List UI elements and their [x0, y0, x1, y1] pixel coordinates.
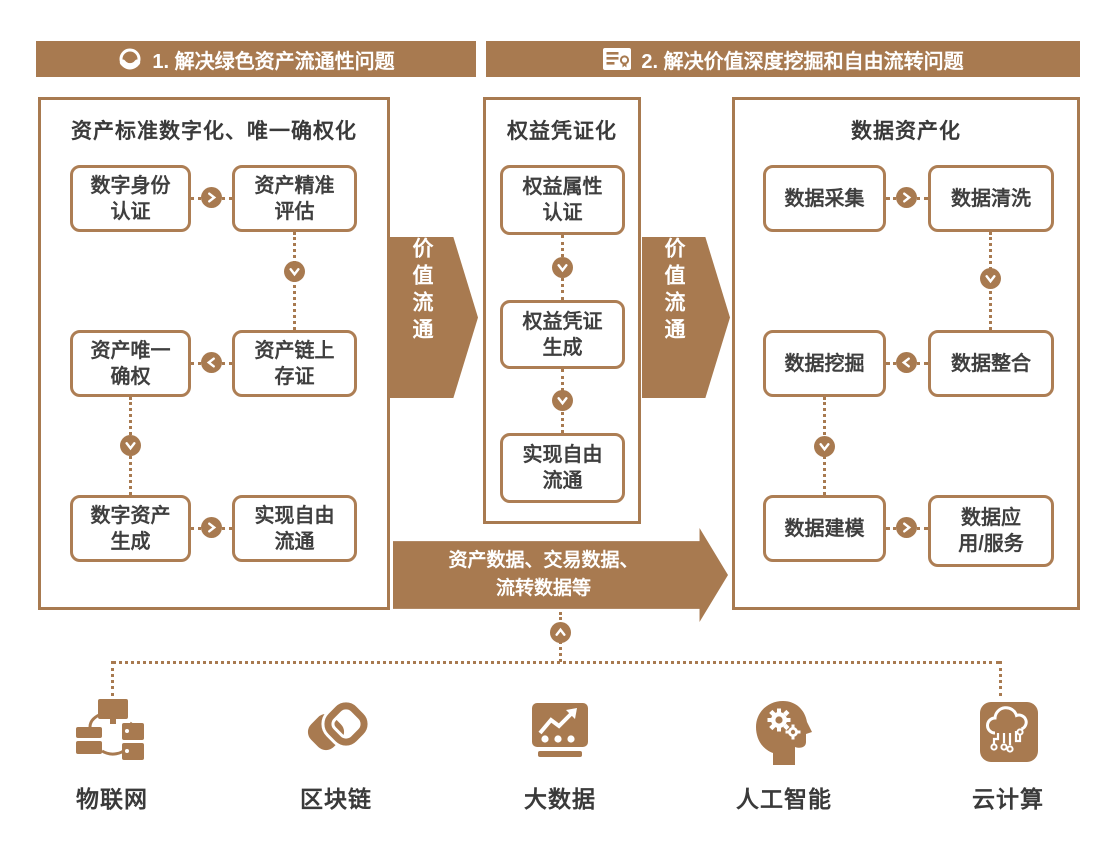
tech-label-bigdata: 大数据: [524, 786, 596, 812]
chevron-circle-right-icon: [896, 187, 917, 208]
process-box-digital-identity: 数字身份 认证: [70, 165, 191, 232]
process-box-free-circulation-2: 实现自由 流通: [500, 433, 625, 503]
data-flow-arrow: 资产数据、交易数据、 流转数据等: [393, 528, 728, 622]
panel-title-asset-digitization: 资产标准数字化、唯一确权化: [71, 120, 357, 143]
process-box-data-integration: 数据整合: [928, 330, 1054, 397]
process-box-rights-attribute-auth: 权益属性 认证: [500, 165, 625, 235]
process-box-data-mining: 数据挖掘: [763, 330, 886, 397]
process-box-digital-asset-generation: 数字资产 生成: [70, 495, 191, 562]
value-flow-arrow-1: 价值流通: [390, 237, 478, 398]
connector-line: [999, 661, 1002, 696]
chevron-circle-right-icon: [201, 187, 222, 208]
chevron-circle-left-icon: [201, 352, 222, 373]
tech-label-iot: 物联网: [76, 786, 148, 812]
chevron-circle-down-icon: [552, 257, 573, 278]
chevron-circle-right-icon: [896, 517, 917, 538]
header-banner-2: 2. 解决价值深度挖掘和自由流转问题: [486, 41, 1080, 77]
cloud-icon: [970, 692, 1046, 774]
tech-label-blockchain: 区块链: [300, 786, 372, 812]
data-flow-line1: 资产数据、交易数据、: [448, 549, 639, 571]
coin-ring-icon: [117, 46, 143, 72]
chevron-circle-down-icon: [814, 436, 835, 457]
value-flow-label-1: 价值流通: [410, 237, 433, 345]
process-box-asset-onchain-deposit: 资产链上 存证: [232, 330, 357, 397]
process-box-data-application-service: 数据应 用/服务: [928, 495, 1054, 567]
process-box-data-modeling: 数据建模: [763, 495, 886, 562]
tech-label-ai: 人工智能: [736, 786, 832, 812]
blockchain-icon: [298, 692, 374, 774]
chevron-circle-up-icon: [550, 622, 571, 643]
process-box-data-cleaning: 数据清洗: [928, 165, 1054, 232]
tech-item-ai: 人工智能: [699, 692, 869, 814]
header-banner-1: 1. 解决绿色资产流通性问题: [36, 41, 476, 77]
process-box-data-collection: 数据采集: [763, 165, 886, 232]
process-box-asset-unique-rights: 资产唯一 确权: [70, 330, 191, 397]
connector-line: [112, 661, 1000, 664]
tech-item-blockchain: 区块链: [251, 692, 421, 814]
panel-title-data-assetization: 数据资产化: [851, 120, 961, 143]
process-box-asset-evaluation: 资产精准 评估: [232, 165, 357, 232]
tech-item-bigdata: 大数据: [475, 692, 645, 814]
panel-title-rights-certification: 权益凭证化: [507, 120, 617, 143]
chevron-circle-down-icon: [552, 390, 573, 411]
header-1-label: 1. 解决绿色资产流通性问题: [152, 50, 395, 73]
ai-icon: [746, 692, 822, 774]
tech-item-iot: 物联网: [27, 692, 197, 814]
iot-icon: [74, 692, 150, 774]
header-2-label: 2. 解决价值深度挖掘和自由流转问题: [641, 50, 964, 73]
value-flow-arrow-2: 价值流通: [642, 237, 730, 398]
chevron-circle-left-icon: [896, 352, 917, 373]
bigdata-icon: [522, 692, 598, 774]
tech-label-cloud: 云计算: [972, 786, 1044, 812]
data-flow-line2: 流转数据等: [495, 578, 591, 599]
connector-line: [111, 661, 114, 696]
value-flow-label-2: 价值流通: [662, 237, 685, 345]
chevron-circle-down-icon: [284, 261, 305, 282]
chevron-circle-down-icon: [120, 435, 141, 456]
certificate-icon: [602, 47, 632, 71]
chevron-circle-down-icon: [980, 268, 1001, 289]
process-box-free-circulation-1: 实现自由 流通: [232, 495, 357, 562]
tech-item-cloud: 云计算: [923, 692, 1093, 814]
process-box-rights-certificate-generation: 权益凭证 生成: [500, 300, 625, 369]
chevron-circle-right-icon: [201, 517, 222, 538]
